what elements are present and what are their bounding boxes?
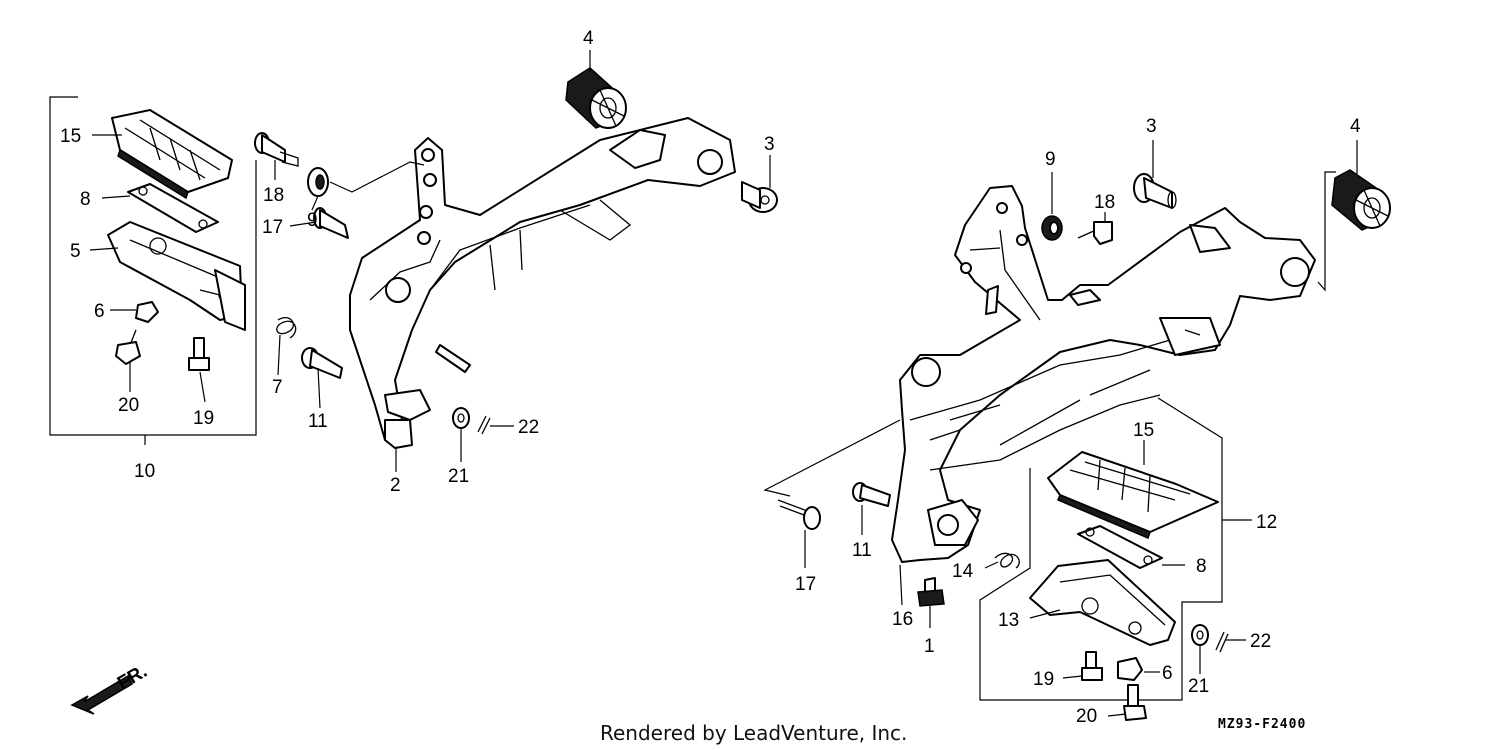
collar-bolt-3-left [741, 181, 778, 213]
step-holder-left [349, 117, 736, 449]
spring-14 [994, 552, 1020, 569]
callout-19-right: 19 [1033, 669, 1054, 690]
callout-18-left: 18 [263, 185, 284, 206]
callout-2: 2 [390, 475, 401, 496]
bolt-20-right [1123, 684, 1147, 721]
bolt-17-left [313, 207, 349, 239]
front-direction-arrow-icon [70, 674, 133, 715]
callout-13: 13 [998, 610, 1019, 631]
callout-9-right: 9 [1045, 149, 1056, 170]
callout-5: 5 [70, 241, 81, 262]
bushing-right [1331, 169, 1391, 231]
callout-7: 7 [272, 377, 283, 398]
callout-1: 1 [924, 636, 935, 657]
group-bracket-12 [979, 397, 1223, 701]
credit-text: Rendered by LeadVenture, Inc. [600, 721, 907, 745]
callout-17-left: 17 [262, 217, 283, 238]
diagram-code: MZ93-F2400 [1218, 717, 1306, 732]
callout-16: 16 [892, 609, 913, 630]
callout-11-left: 11 [308, 411, 328, 432]
callout-3-left: 3 [764, 134, 775, 155]
callout-15-right: 15 [1133, 420, 1154, 441]
bolt-20-left [115, 329, 141, 365]
callout-18-right: 18 [1094, 192, 1115, 213]
callout-22-right: 22 [1250, 631, 1271, 652]
step-holder-right [891, 185, 1316, 563]
callout-20-left: 20 [118, 395, 139, 416]
pin-11-left [301, 347, 343, 379]
callout-3-right: 3 [1146, 116, 1157, 137]
callout-8-left: 8 [80, 189, 91, 210]
spring-7 [276, 317, 297, 339]
footpeg-rubber-left [111, 109, 233, 200]
cotter-pin-22-left [477, 415, 491, 435]
callout-labels: 4 3 15 8 5 6 20 19 10 18 9 17 7 11 2 21 … [60, 28, 1361, 727]
callout-6-left: 6 [94, 301, 105, 322]
callout-11-right: 11 [852, 540, 872, 561]
nut-left [135, 301, 159, 323]
callout-9-left: 9 [307, 210, 318, 231]
callout-8-right: 8 [1196, 556, 1207, 577]
bolt-19-right [1081, 651, 1103, 681]
callout-21-right: 21 [1188, 676, 1209, 697]
washer-21-right [1191, 624, 1209, 646]
callout-14: 14 [952, 561, 974, 582]
callout-10: 10 [134, 461, 155, 482]
callout-6-right: 6 [1162, 663, 1173, 684]
footpeg-rubber-right [1047, 451, 1219, 540]
footpeg-body-right [1029, 559, 1176, 646]
bushing-left [565, 67, 627, 129]
bolt-17-right [777, 499, 821, 530]
bolt-19-left [188, 337, 210, 371]
cotter-pin-22-right [1215, 631, 1229, 653]
callout-20-right: 20 [1076, 706, 1097, 727]
group-bracket-10 [49, 96, 257, 436]
pin-11-right [852, 482, 891, 507]
callout-22-left: 22 [518, 417, 539, 438]
callout-21-left: 21 [448, 466, 469, 487]
footpeg-body-left [107, 221, 246, 331]
callout-19-left: 19 [193, 408, 214, 429]
callout-4-right: 4 [1350, 116, 1361, 137]
callout-17-right: 17 [795, 574, 816, 595]
nut-right [1117, 657, 1143, 681]
callout-4-left: 4 [583, 28, 594, 49]
bolt-18-right [1077, 221, 1113, 245]
callout-12: 12 [1256, 512, 1277, 533]
grommet-left [307, 167, 329, 197]
stopper-1 [917, 577, 945, 607]
collar-bolt-3-right [1133, 173, 1177, 209]
callout-15-left: 15 [60, 126, 81, 147]
footpeg-plate-left [127, 183, 219, 233]
grommet-right [1041, 215, 1063, 241]
bolt-18-left [254, 132, 299, 167]
washer-21-left [452, 407, 470, 429]
